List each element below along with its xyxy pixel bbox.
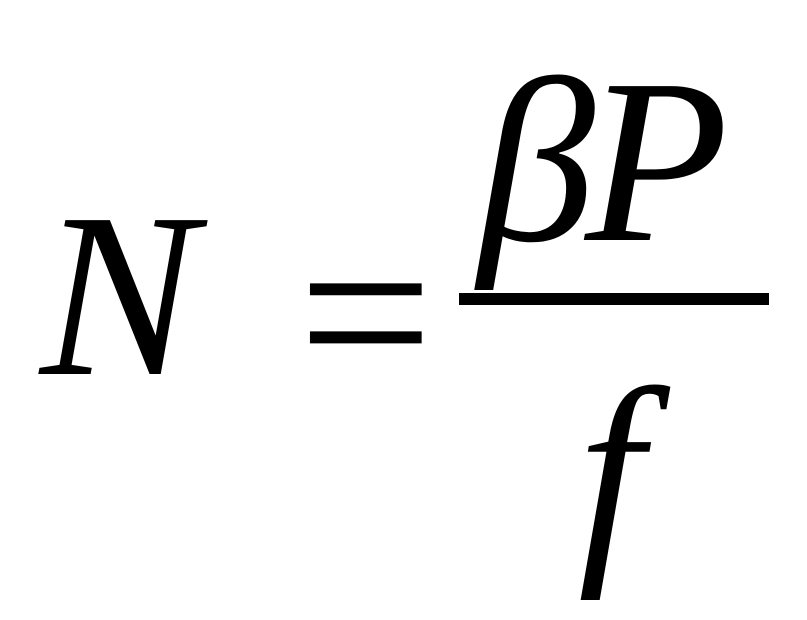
fraction-bar (459, 293, 769, 305)
fraction-numerator: βP (478, 31, 729, 291)
equals-sign: = (298, 179, 434, 445)
fraction-denominator: f (578, 341, 644, 601)
formula-lhs-variable: N (40, 165, 197, 425)
